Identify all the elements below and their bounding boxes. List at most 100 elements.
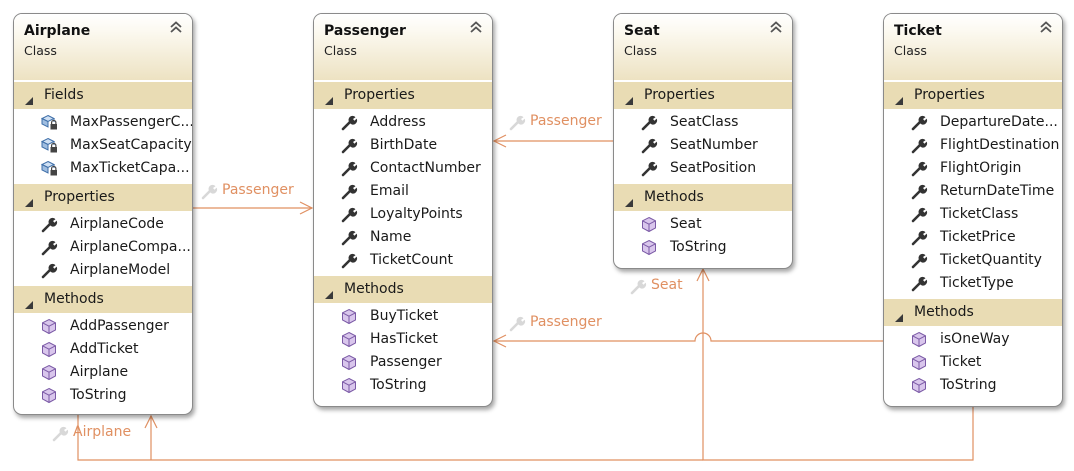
section-header-methods[interactable]: Methods <box>884 298 1062 326</box>
member-contactnumber[interactable]: ContactNumber <box>314 157 492 180</box>
method-cube-icon <box>340 354 358 371</box>
section-label: Methods <box>344 281 404 297</box>
wrench-icon <box>640 137 658 154</box>
method-cube-icon <box>910 331 928 348</box>
section-header-methods[interactable]: Methods <box>614 183 792 211</box>
method-cube-icon <box>340 377 358 394</box>
method-cube-icon <box>340 308 358 325</box>
member-name: ToString <box>940 377 997 393</box>
member-isoneway[interactable]: isOneWay <box>884 328 1062 351</box>
member-seatclass[interactable]: SeatClass <box>614 111 792 134</box>
class-stereotype: Class <box>894 43 927 58</box>
expand-triangle-icon[interactable] <box>324 91 334 105</box>
member-tostring[interactable]: ToString <box>614 236 792 259</box>
expand-triangle-icon[interactable] <box>624 91 634 105</box>
member-ticketprice[interactable]: TicketPrice <box>884 226 1062 249</box>
member-tostring[interactable]: ToString <box>14 384 192 407</box>
member-name: DepartureDate... <box>940 114 1058 130</box>
member-passenger[interactable]: Passenger <box>314 351 492 374</box>
class-name: Airplane <box>24 23 91 39</box>
member-name: HasTicket <box>370 331 438 347</box>
member-seat[interactable]: Seat <box>614 213 792 236</box>
collapse-chevron-icon[interactable] <box>1039 19 1053 33</box>
member-name: MaxTicketCapa... <box>70 160 190 176</box>
section-header-methods[interactable]: Methods <box>14 285 192 313</box>
member-seatposition[interactable]: SeatPosition <box>614 157 792 180</box>
member-airplanemodel[interactable]: AirplaneModel <box>14 259 192 282</box>
member-addticket[interactable]: AddTicket <box>14 338 192 361</box>
member-maxseatcapacity[interactable]: MaxSeatCapacity <box>14 134 192 157</box>
member-ticket[interactable]: Ticket <box>884 351 1062 374</box>
wrench-icon <box>910 183 928 200</box>
wrench-icon <box>910 206 928 223</box>
expand-triangle-icon[interactable] <box>894 91 904 105</box>
collapse-chevron-icon[interactable] <box>769 19 783 33</box>
member-loyaltypoints[interactable]: LoyaltyPoints <box>314 203 492 226</box>
member-email[interactable]: Email <box>314 180 492 203</box>
member-name: BuyTicket <box>370 308 439 324</box>
wrench-icon <box>40 216 58 233</box>
member-maxticketcapa[interactable]: MaxTicketCapa... <box>14 157 192 180</box>
member-flightdestination[interactable]: FlightDestination <box>884 134 1062 157</box>
member-name: ToString <box>670 239 727 255</box>
member-airplanecode[interactable]: AirplaneCode <box>14 213 192 236</box>
section-header-properties[interactable]: Properties <box>614 81 792 109</box>
member-name: TicketClass <box>940 206 1019 222</box>
member-departuredate[interactable]: DepartureDate... <box>884 111 1062 134</box>
section-header-methods[interactable]: Methods <box>314 275 492 303</box>
locked-field-icon <box>40 160 58 177</box>
section-label: Properties <box>914 87 985 103</box>
member-buyticket[interactable]: BuyTicket <box>314 305 492 328</box>
member-flightorigin[interactable]: FlightOrigin <box>884 157 1062 180</box>
expand-triangle-icon[interactable] <box>24 193 34 207</box>
expand-triangle-icon[interactable] <box>24 295 34 309</box>
member-name: FlightOrigin <box>940 160 1022 176</box>
member-ticketquantity[interactable]: TicketQuantity <box>884 249 1062 272</box>
section-header-properties[interactable]: Properties <box>14 183 192 211</box>
wrench-icon <box>508 315 526 332</box>
expand-triangle-icon[interactable] <box>624 193 634 207</box>
section-header-properties[interactable]: Properties <box>314 81 492 109</box>
expand-triangle-icon[interactable] <box>894 308 904 322</box>
section-label: Methods <box>644 189 704 205</box>
member-name: AirplaneModel <box>70 262 171 278</box>
section-label: Methods <box>914 304 974 320</box>
method-cube-icon <box>40 341 58 358</box>
member-airplane[interactable]: Airplane <box>14 361 192 384</box>
wrench-icon <box>340 206 358 223</box>
collapse-chevron-icon[interactable] <box>169 19 183 33</box>
member-ticketcount[interactable]: TicketCount <box>314 249 492 272</box>
member-returndatetime[interactable]: ReturnDateTime <box>884 180 1062 203</box>
class-stereotype: Class <box>624 43 657 58</box>
assoc-arrow-seat-passenger <box>492 134 507 148</box>
section-header-fields[interactable]: Fields <box>14 81 192 109</box>
wrench-icon <box>508 114 526 131</box>
member-tostring[interactable]: ToString <box>314 374 492 397</box>
member-airplanecompa[interactable]: AirplaneCompa... <box>14 236 192 259</box>
member-seatnumber[interactable]: SeatNumber <box>614 134 792 157</box>
member-name: ContactNumber <box>370 160 481 176</box>
section-header-properties[interactable]: Properties <box>884 81 1062 109</box>
member-birthdate[interactable]: BirthDate <box>314 134 492 157</box>
expand-triangle-icon[interactable] <box>24 91 34 105</box>
member-name[interactable]: Name <box>314 226 492 249</box>
member-ticketclass[interactable]: TicketClass <box>884 203 1062 226</box>
expand-triangle-icon[interactable] <box>324 285 334 299</box>
member-tostring[interactable]: ToString <box>884 374 1062 397</box>
collapse-chevron-icon[interactable] <box>469 19 483 33</box>
member-tickettype[interactable]: TicketType <box>884 272 1062 295</box>
member-name: BirthDate <box>370 137 438 153</box>
member-address[interactable]: Address <box>314 111 492 134</box>
wrench-icon <box>910 252 928 269</box>
member-addpassenger[interactable]: AddPassenger <box>14 315 192 338</box>
member-hasticket[interactable]: HasTicket <box>314 328 492 351</box>
member-name: Ticket <box>940 354 982 370</box>
member-maxpassengerc[interactable]: MaxPassengerC... <box>14 111 192 134</box>
